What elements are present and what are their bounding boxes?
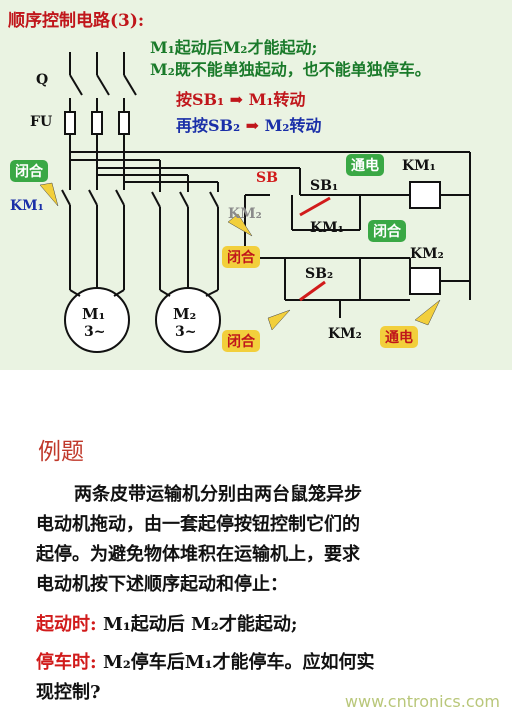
rule-line-2: M₂既不能单独起动，也不能单独停车。 xyxy=(150,60,431,79)
press-sb1-label: 按SB₁ xyxy=(176,90,225,109)
motor-m1-label: M₁ xyxy=(82,305,106,323)
button-strokes xyxy=(299,196,331,302)
tag-pointers xyxy=(39,182,441,331)
example-last-line: 现控制? xyxy=(36,682,101,703)
example-line-4: 电动机按下述顺序起动和停止： xyxy=(36,574,288,595)
label-km2-coil: KM₂ xyxy=(410,246,444,262)
tag-closed-km1-contact: 闭合 xyxy=(368,220,406,242)
start-text: M₁起动后 M₂才能起动; xyxy=(102,614,298,635)
example-line-1: 两条皮带运输机分别由两台鼠笼异步 xyxy=(74,484,362,505)
step-press-sb1: 按SB₁ ➡ M₁转动 xyxy=(176,86,305,110)
tag-energized-km1: 通电 xyxy=(346,154,384,176)
label-km2-contact: KM₂ xyxy=(328,326,362,342)
motor-m1-type: 3~ xyxy=(84,324,106,340)
stop-label: 停车时: xyxy=(36,652,97,673)
m2-run-label: M₂转动 xyxy=(264,116,322,135)
watermark: www.cntronics.com xyxy=(344,692,500,711)
stop-condition: 停车时: M₂停车后M₁才能停车。应如何实 xyxy=(36,648,375,674)
tag-closed-bottom: 闭合 xyxy=(222,330,260,352)
diagram-title: 顺序控制电路(3): xyxy=(8,11,145,31)
step-press-sb2: 再按SB₂ ➡ M₂转动 xyxy=(176,112,321,136)
circuit-diagram: 顺序控制电路(3): M₁起动后M₂才能起动; M₂既不能单独起动，也不能单独停… xyxy=(0,0,512,370)
stop-text: M₂停车后M₁才能停车。应如何实 xyxy=(102,652,375,673)
motor-m2-label: M₂ xyxy=(173,305,197,323)
example-section: 例题 两条皮带运输机分别由两台鼠笼异步 电动机拖动，由一套起停按钮控制它们的 起… xyxy=(0,370,512,721)
label-km2-aux: KM₂ xyxy=(228,206,262,222)
label-km1-coil: KM₁ xyxy=(402,158,436,174)
example-line-2: 电动机拖动，由一套起停按钮控制它们的 xyxy=(36,514,360,535)
tag-closed-km1-main: 闭合 xyxy=(10,160,48,182)
label-sb1: SB₁ xyxy=(310,178,339,194)
tag-closed-km2-aux: 闭合 xyxy=(222,246,260,268)
example-heading: 例题 xyxy=(38,439,84,465)
label-fu: FU xyxy=(30,114,53,130)
arrow-icon: ➡ xyxy=(245,116,265,135)
label-km1-main: KM₁ xyxy=(10,198,44,214)
start-label: 起动时: xyxy=(36,614,97,635)
power-lines xyxy=(61,52,471,353)
circuit-svg xyxy=(39,52,471,353)
rule-line-1: M₁起动后M₂才能起动; xyxy=(150,38,318,57)
example-line-3: 起停。为避免物体堆积在运输机上，要求 xyxy=(36,544,360,565)
press-sb2-label: 再按SB₂ xyxy=(176,116,241,135)
label-sb2: SB₂ xyxy=(305,266,334,282)
label-km1-contact: KM₁ xyxy=(310,220,344,236)
tag-energized-km2: 通电 xyxy=(380,326,418,348)
label-q: Q xyxy=(36,72,49,88)
start-condition: 起动时: M₁起动后 M₂才能起动; xyxy=(36,610,297,636)
label-sb: SB xyxy=(256,170,278,186)
arrow-icon: ➡ xyxy=(229,90,249,109)
motor-m2-type: 3~ xyxy=(175,324,197,340)
m1-run-label: M₁转动 xyxy=(248,90,306,109)
